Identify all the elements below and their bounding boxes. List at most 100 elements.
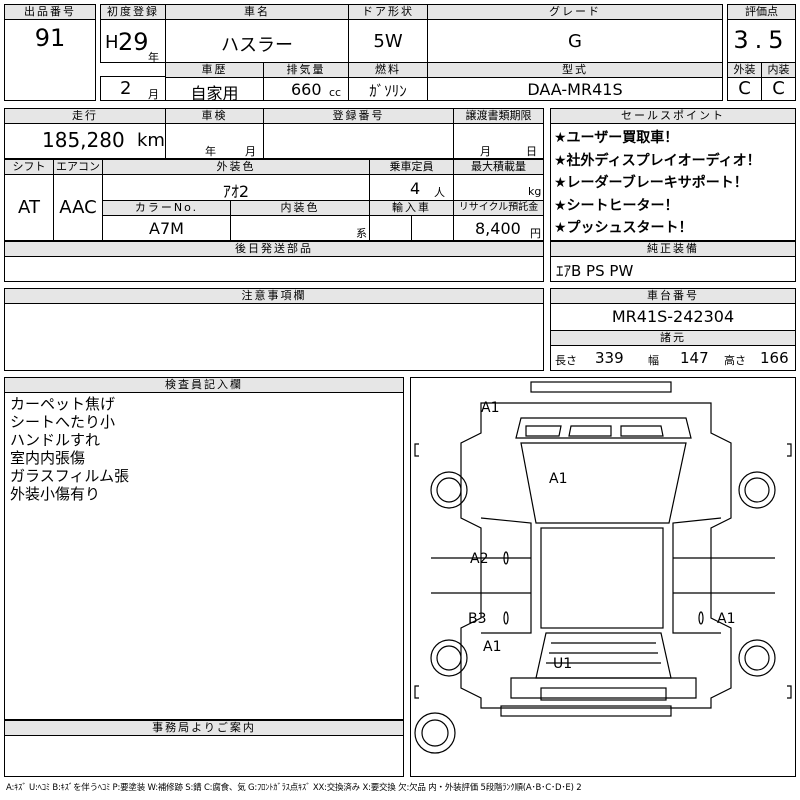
caution-box	[4, 303, 544, 371]
width-value: 147	[680, 349, 709, 367]
chassis-number: MR41S-242304	[611, 307, 735, 326]
reg-month-unit: 月	[148, 88, 159, 101]
right-doors	[672, 517, 722, 634]
inspector-note: カーペット焦げ	[10, 395, 116, 413]
damage-mark: A1	[481, 400, 500, 416]
transfer-day-unit: 日	[526, 145, 537, 158]
displacement-label: 排気量	[263, 62, 349, 78]
damage-mark: B3	[468, 611, 487, 627]
sales-points-label: セールスポイント	[550, 108, 796, 124]
interior-color-suffix: 系	[356, 227, 367, 240]
exterior-score-label: 外装	[727, 62, 762, 78]
import-box-2	[411, 215, 454, 241]
mileage-label: 走行	[4, 108, 166, 124]
transfer-label: 譲渡書類期限	[453, 108, 544, 124]
length-label: 長さ	[555, 354, 577, 367]
inspector-note: ハンドルすれ	[10, 431, 101, 449]
legend: A:ｷｽﾞ U:ﾍｺﾐ B:ｷｽﾞを伴うﾍｺﾐ P:要塗装 W:補修跡 S:錆 …	[6, 783, 582, 793]
shift: AT	[18, 197, 40, 218]
door-label: ドア形状	[348, 4, 428, 20]
reg-era: H	[105, 32, 119, 53]
model: DAA-MR41S	[527, 80, 623, 99]
rear-bumper	[540, 687, 667, 701]
exterior-color: ｱｵ2	[222, 182, 250, 201]
sales-point: ★レーダーブレーキサポート！	[554, 175, 748, 191]
damage-mark: A1	[549, 471, 568, 487]
height-value: 166	[760, 349, 789, 367]
score: 3.5	[733, 26, 790, 54]
chassis-box	[550, 303, 796, 331]
capacity-box	[369, 174, 454, 201]
displacement: 660	[291, 80, 322, 99]
sales-point: ★ユーザー買取車！	[554, 130, 679, 146]
shift-box	[4, 174, 54, 241]
transfer-box	[453, 123, 544, 159]
reg-year: 29	[118, 28, 149, 56]
reg-month-box	[100, 76, 166, 101]
color-no-box	[102, 215, 231, 241]
recycle: 8,400	[475, 219, 521, 238]
grade: G	[568, 31, 582, 52]
office-label: 事務局よりご案内	[4, 720, 404, 736]
left-doors	[480, 517, 532, 634]
damage-mark: A1	[717, 611, 736, 627]
reg-label: 初度登録	[100, 4, 166, 20]
inspector-label: 検査員記入欄	[4, 377, 404, 393]
displacement-unit: cc	[329, 86, 342, 99]
lot-number: 91	[34, 24, 66, 52]
interior-score-box	[761, 77, 796, 101]
interior-score: C	[772, 78, 785, 99]
capacity-unit: 人	[434, 186, 445, 199]
max-load-label: 最大積載量	[453, 159, 544, 175]
history-box	[165, 77, 264, 101]
model-label: 型式	[427, 62, 723, 78]
grade-label: グレード	[427, 4, 723, 20]
exterior-score-box	[727, 77, 762, 101]
plate-box	[263, 123, 454, 159]
fuel-box	[348, 77, 428, 101]
inspection-label: 車検	[165, 108, 264, 124]
spare-wheel	[414, 712, 456, 754]
interior-color-box	[230, 215, 370, 241]
reg-month: 2	[120, 78, 132, 99]
inspector-notes-box: カーペット焦げ シートへたり小 ハンドルすれ 室内内張傷 ガラスフィルム張 外装…	[4, 392, 404, 720]
height-label: 高さ	[724, 354, 746, 367]
car-diagram	[410, 377, 796, 777]
score-label: 評価点	[727, 4, 796, 20]
interior-score-label: 内装	[761, 62, 796, 78]
equipment-label: 純正装備	[550, 241, 796, 257]
mileage-unit: km	[137, 130, 165, 151]
mileage: 185,280	[42, 128, 125, 152]
equipment-box	[550, 256, 796, 282]
displacement-box	[263, 77, 349, 101]
inspector-note: 室内内張傷	[10, 449, 86, 467]
fuel: ｶﾞｿﾘﾝ	[369, 82, 407, 100]
office-box	[4, 735, 404, 777]
reg-year-box	[100, 19, 166, 63]
lot-label: 出品番号	[4, 4, 96, 20]
inspection-year-unit: 年	[205, 145, 216, 158]
later-parts-box	[4, 256, 544, 282]
body-outline	[460, 402, 732, 709]
inspector-note: 外装小傷有り	[10, 485, 101, 503]
wheel-rear-right	[738, 639, 776, 677]
damage-mark: A1	[483, 639, 502, 655]
wheel-front-left	[430, 471, 468, 509]
import-box-1	[369, 215, 412, 241]
sales-points-box: ★ユーザー買取車！ ★社外ディスプレイオーディオ！ ★レーダーブレーキサポート！…	[550, 123, 796, 241]
transfer-month-unit: 月	[480, 145, 491, 158]
later-parts-label: 後日発送部品	[4, 241, 544, 257]
model-box	[427, 77, 723, 101]
shift-label: シフト	[4, 159, 54, 175]
front-bumper	[530, 381, 672, 393]
door-type: 5W	[373, 31, 403, 52]
max-load-unit: kg	[528, 185, 542, 198]
dims-box	[550, 345, 796, 371]
import-label: 輸入車	[369, 200, 454, 216]
roof	[540, 527, 664, 629]
history-label: 車歴	[165, 62, 264, 78]
exterior-score: C	[738, 78, 751, 99]
grade-box	[427, 19, 723, 63]
inspector-note: ガラスフィルム張	[10, 467, 130, 485]
windshield-top	[515, 417, 692, 439]
